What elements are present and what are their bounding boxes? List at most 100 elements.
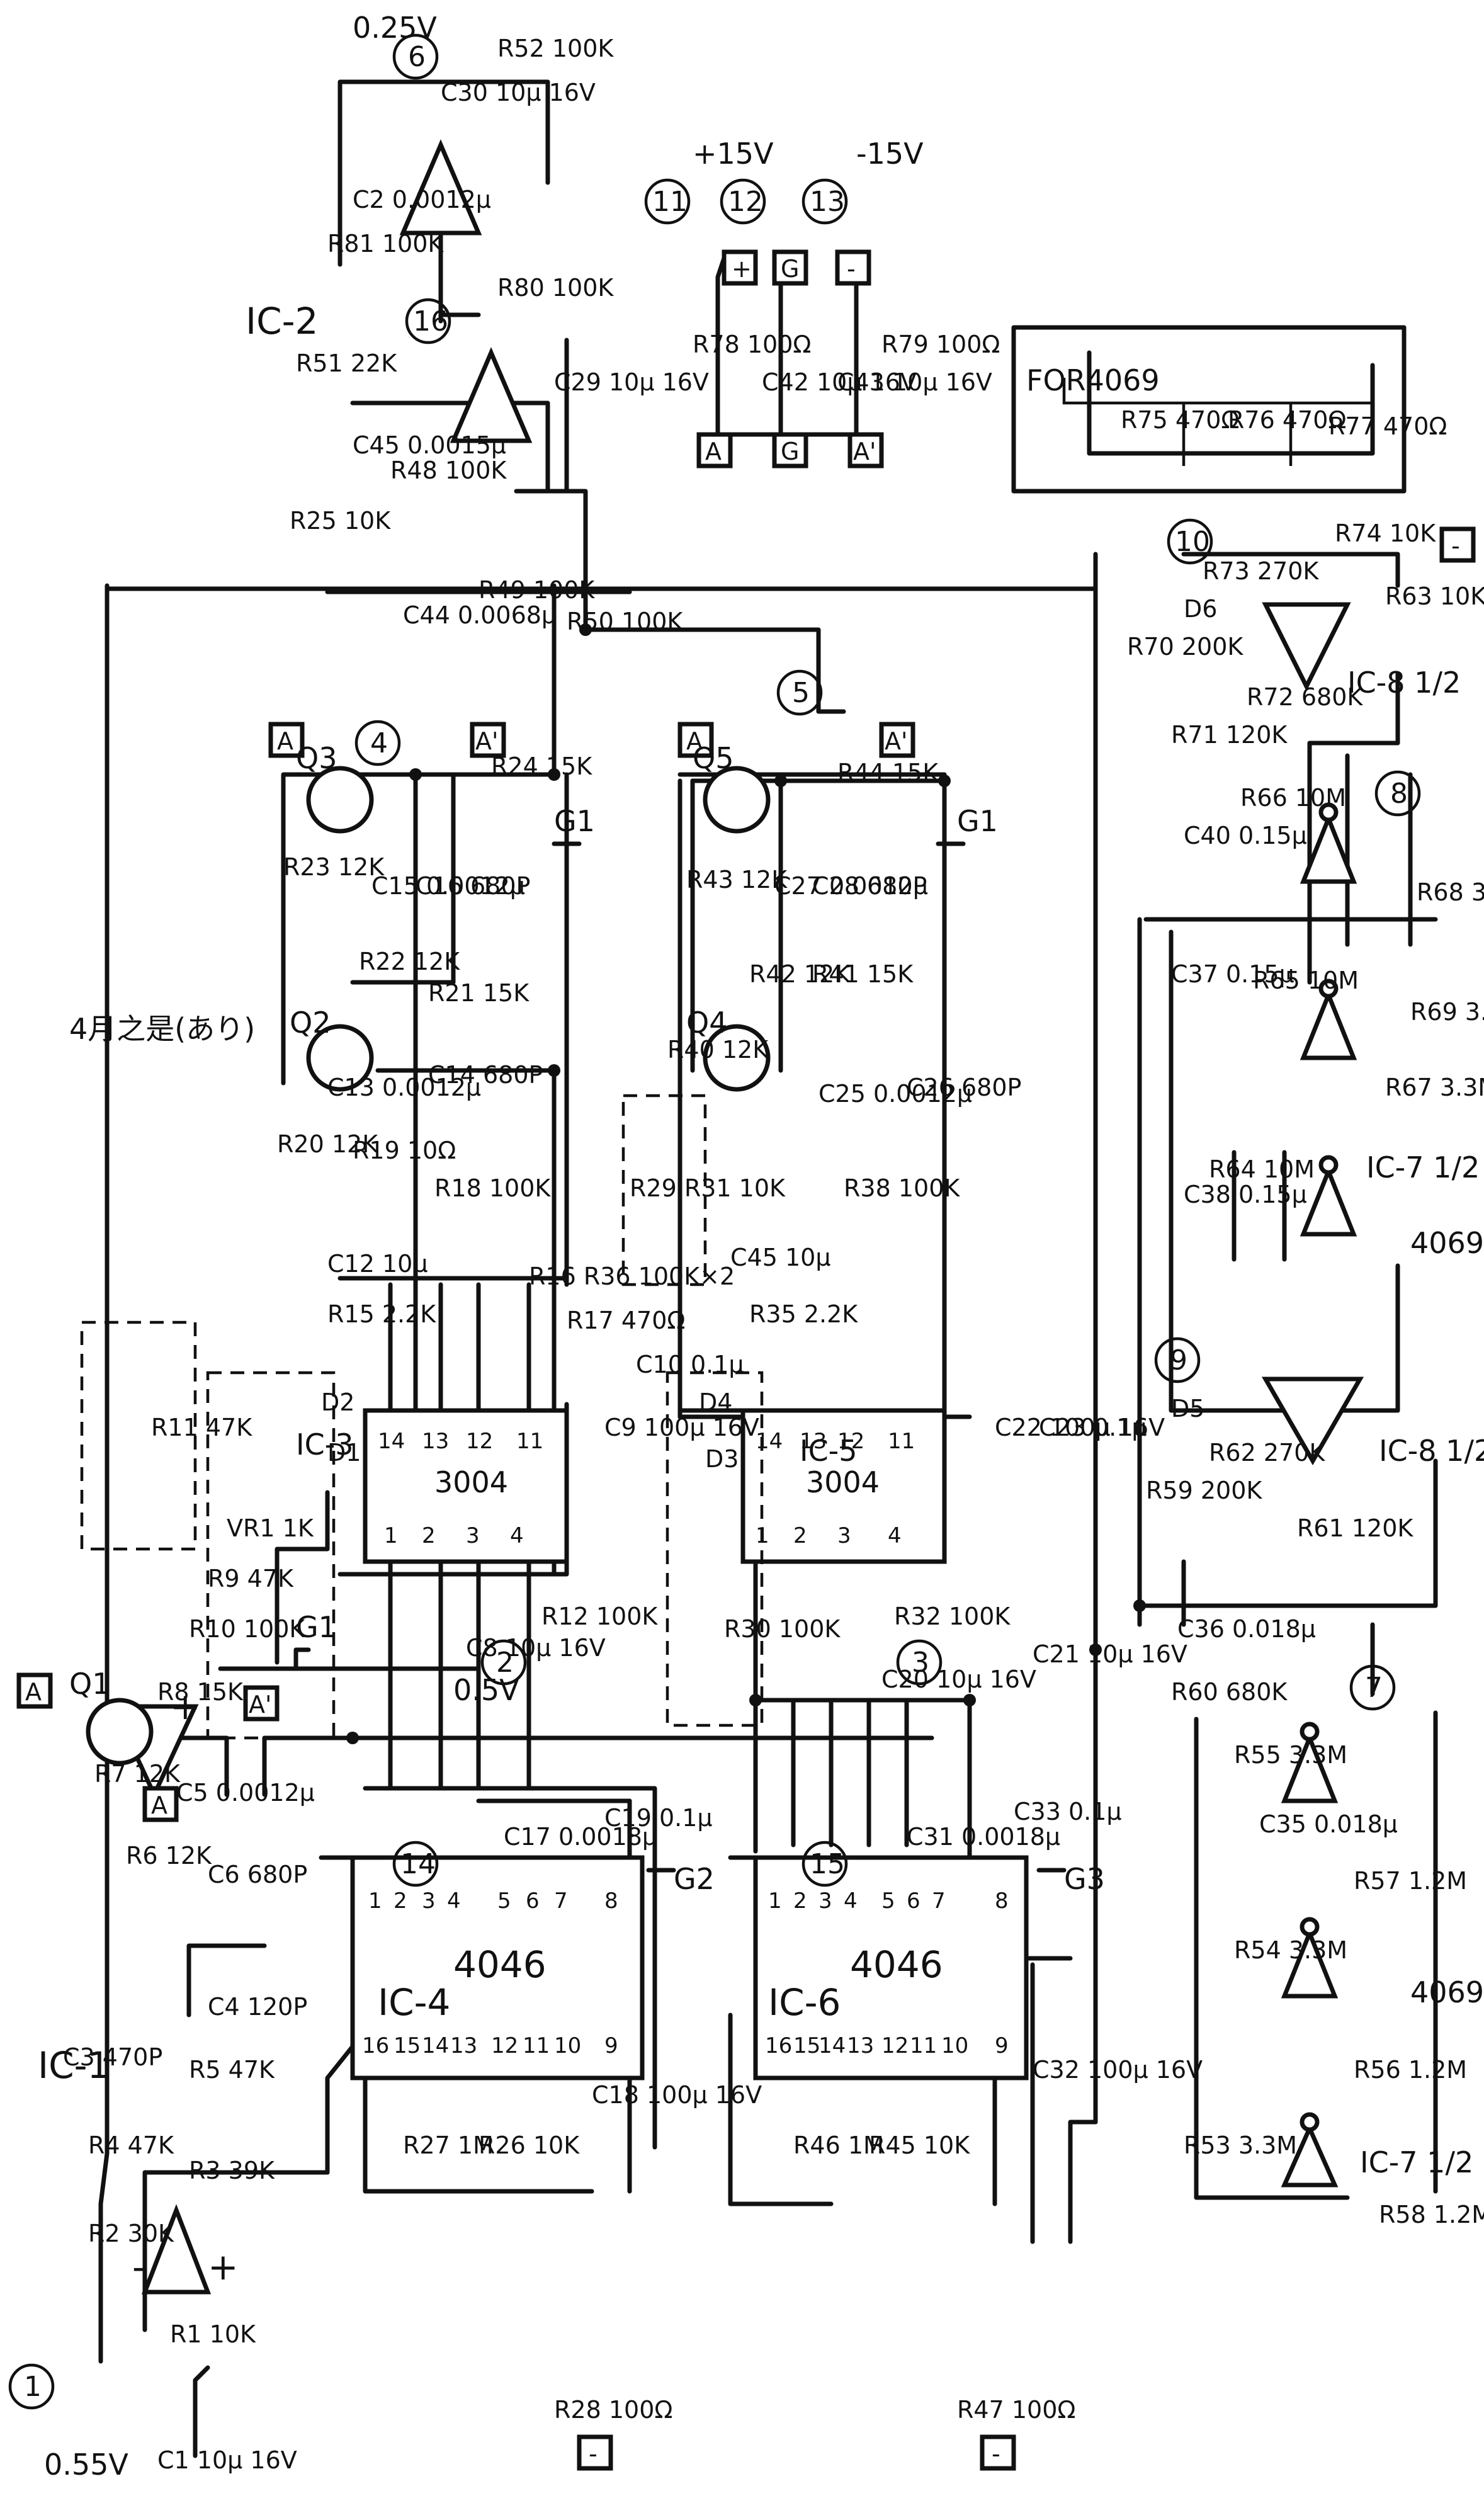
capacitor-label-c3: C3 470P [63,2043,162,2071]
svg-text:6: 6 [526,1888,540,1914]
ic5a-part: 3004 [434,1465,508,1499]
svg-text:4: 4 [447,1888,461,1914]
capacitor-label-c14: C14 680P [428,1061,543,1089]
capacitor-label-c4: C4 120P [208,1993,307,2021]
resistor-label-r73: R73 270K [1203,557,1319,585]
resistor-label-r44: R44 15K [837,759,939,786]
capacitor-label-c37: C37 0.15μ [1171,960,1294,988]
svg-text:5: 5 [497,1888,511,1914]
term-a-2: A [151,1791,167,1819]
ic7-part: 4069 [1410,1226,1484,1260]
capacitor-label-c22: C22 100μ 16V [995,1414,1165,1441]
svg-text:2: 2 [793,1523,807,1548]
ic8-ref: IC-8 1/2 [1379,1434,1484,1468]
resistor-label-r45: R45 10K [869,2131,970,2159]
terminal-boxes [16,249,1476,2471]
resistor-label-r2: R2 30K [88,2220,174,2247]
ic4-part: 4046 [453,1943,547,1986]
term-plus: + [732,255,752,283]
capacitor-label-c32: C32 100μ 16V [1033,2056,1203,2084]
dashed-outlines [80,1094,764,1740]
resistor-label-r9: R9 47K [208,1565,294,1592]
capacitor-label-c21: C21 10μ 16V [1033,1640,1187,1668]
capacitor-label-c43: C43 10μ 16V [837,368,992,396]
capacitor-label-c40: C40 0.15μ [1184,822,1307,849]
svg-text:3: 3 [466,1523,480,1548]
voltage-0-5: 0.5V [453,1673,519,1707]
resistor-label-r81: R81 100K [327,230,444,258]
node-4-label: 4 [370,727,388,759]
capacitor-label-c36: C36 0.018μ [1177,1615,1316,1643]
resistor-label-r77: R77 470Ω [1328,412,1447,440]
capacitor-label-c10: C10 0.1μ [636,1351,744,1378]
capacitor-label-c35: C35 0.018μ [1259,1810,1398,1838]
svg-text:3: 3 [837,1523,851,1548]
svg-text:9: 9 [604,2033,618,2058]
node-3-label: 3 [912,1647,929,1679]
svg-text:12: 12 [837,1429,864,1454]
for4069-label: FOR4069 [1026,363,1160,397]
term-ap-1: A' [249,1691,271,1718]
svg-text:11: 11 [516,1429,543,1454]
resistor-label-r53: R53 3.3M [1184,2131,1297,2159]
svg-text:13: 13 [800,1429,827,1454]
resistor-label-r6: R6 12K [126,1842,212,1870]
resistor-label-r61: R61 120K [1297,1514,1413,1542]
capacitor-label-c15: C15 0.0012μ [371,872,525,900]
ic7-ref: IC-7 1/2 [1366,1150,1480,1184]
resistor-label-r79: R79 100Ω [881,331,1000,358]
rail-pos-label: +15V [693,137,774,171]
ground-labels: G1 G1 G1 G2 G3 [296,804,1105,1896]
inverter-chain-upper [1300,802,1357,1237]
resistor-label-r24: R24 15K [491,752,592,780]
ground-label-g3: G3 [1064,1862,1105,1896]
resistor-label-r70: R70 200K [1127,633,1243,661]
term-ap-4: A' [853,438,876,465]
resistor-label-r59: R59 200K [1146,1477,1262,1504]
ic5b-package [740,1408,947,1564]
ic4-ref: IC-4 [378,1981,450,2024]
svg-text:+: + [208,2245,239,2288]
svg-text:2: 2 [793,1888,807,1914]
ground-label-g1c: G1 [957,804,998,838]
svg-text:16: 16 [362,2033,389,2058]
ic7b-ref: IC-7 1/2 [1360,2145,1473,2179]
resistor-label-r67: R67 3.3M [1385,1074,1484,1101]
ic7b-part: 4069 [1410,1975,1484,2009]
svg-text:-: - [132,2245,145,2288]
svg-text:2: 2 [422,1523,436,1548]
terminal-labels: A A A' A A' A A' A G A' + G - - - - [25,255,1460,2468]
resistor-label-r63: R63 10K [1385,582,1484,610]
svg-text:16: 16 [765,2033,792,2058]
resistor-label-r21: R21 15K [428,979,530,1007]
ic5-ref: IC-5 [800,1434,858,1468]
capacitor-label-c28: C28 680P [812,872,927,900]
node-5-label: 5 [792,677,810,709]
ground-symbols [278,841,1067,1873]
capacitor-label-c38: C38 0.15μ [1184,1181,1307,1208]
capacitor-label-c27: C27 0.0012μ [774,872,928,900]
svg-text:14: 14 [378,1429,405,1454]
node-6-label: 6 [408,41,426,73]
svg-text:11: 11 [888,1429,915,1454]
ground-label-g2: G2 [674,1862,715,1896]
resistor-label-r60: R60 680K [1171,1678,1288,1706]
svg-text:15: 15 [394,2033,421,2058]
svg-text:14: 14 [818,2033,846,2058]
ground-label-g1b: G1 [554,804,595,838]
ic6-ref: IC-6 [768,1981,841,2024]
resistor-label-r49: R49 100K [479,576,595,604]
pot-label-0: VR1 1K [227,1514,314,1542]
svg-text:1: 1 [368,1888,382,1914]
svg-text:9: 9 [995,2033,1009,2058]
resistor-label-r48: R48 100K [390,457,507,484]
capacitor-label-c8: C8 10μ 16V [466,1634,606,1662]
node-8-label: 8 [1390,778,1408,810]
capacitor-label-c42: C42 10μ 16V [762,368,917,396]
term-minus-4: - [1451,532,1460,560]
term-a-5: A [705,438,722,465]
ic6-part: 4046 [850,1943,943,1986]
resistor-label-r74: R74 10K [1335,519,1436,547]
